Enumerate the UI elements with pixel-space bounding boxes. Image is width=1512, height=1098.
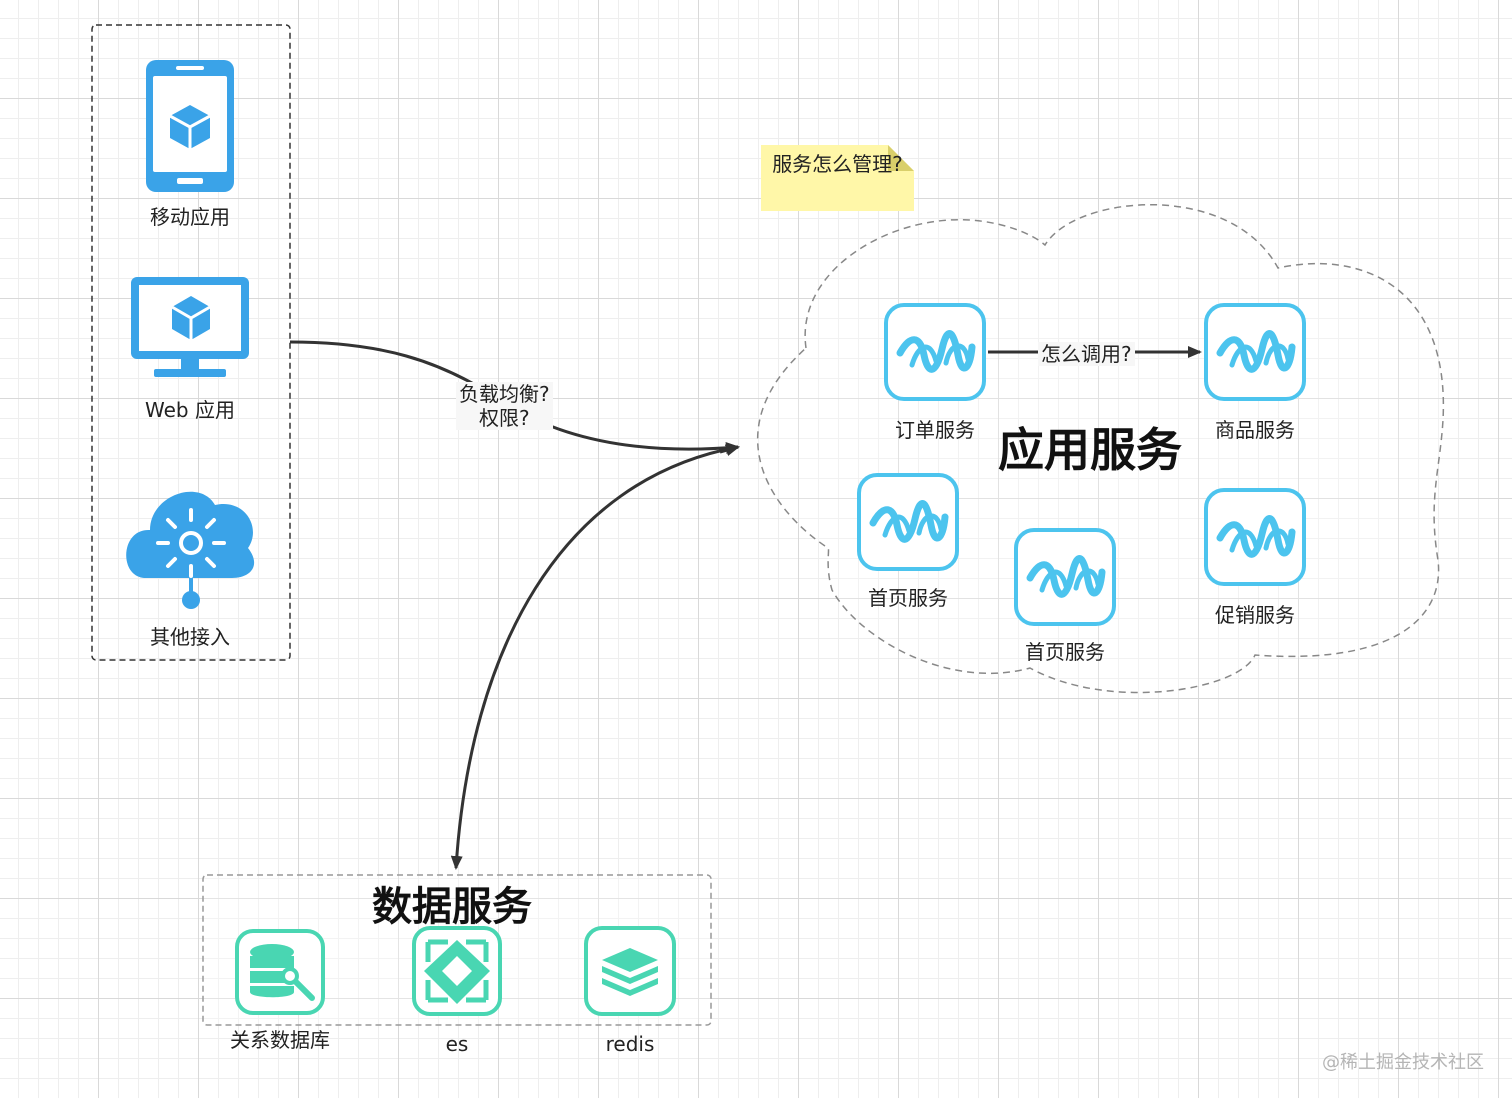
home-service-2-label: 首页服务 bbox=[1025, 640, 1105, 664]
other-access-label: 其他接入 bbox=[150, 625, 230, 649]
monitor-icon bbox=[131, 277, 249, 377]
app-to-data-connector bbox=[450, 445, 739, 870]
cloud-network-icon bbox=[126, 491, 255, 609]
home-service-label: 首页服务 bbox=[868, 586, 948, 610]
gateway-edge-label: 负载均衡? 权限? bbox=[456, 382, 553, 430]
app-services-title: 应用服务 bbox=[998, 423, 1182, 477]
client-group-border bbox=[91, 24, 291, 661]
es-label: es bbox=[445, 1032, 469, 1056]
product-service-label: 商品服务 bbox=[1215, 418, 1295, 442]
redis-layers-icon bbox=[584, 926, 676, 1016]
order-service-label: 订单服务 bbox=[895, 418, 975, 442]
note-text: 服务怎么管理? bbox=[772, 152, 903, 176]
watermark: @稀土掘金技术社区 bbox=[1322, 1052, 1484, 1073]
elasticsearch-icon bbox=[412, 926, 502, 1016]
promotion-service-icon bbox=[1204, 488, 1306, 586]
mobile-app-label: 移动应用 bbox=[150, 205, 230, 229]
app-to-data-reverse-arrow bbox=[719, 444, 740, 456]
redis-label: redis bbox=[605, 1032, 655, 1056]
promotion-service-label: 促销服务 bbox=[1215, 603, 1295, 627]
home-service-2-icon bbox=[1014, 528, 1116, 626]
web-app-label: Web 应用 bbox=[145, 398, 235, 422]
call-edge-label: 怎么调用? bbox=[1038, 342, 1135, 366]
mobile-phone-icon bbox=[146, 60, 234, 192]
order-service-icon bbox=[884, 303, 986, 401]
relational-db-label: 关系数据库 bbox=[230, 1028, 330, 1052]
data-services-title: 数据服务 bbox=[372, 884, 532, 930]
product-service-icon bbox=[1204, 303, 1306, 401]
database-wrench-icon bbox=[235, 929, 325, 1015]
home-service-icon bbox=[857, 473, 959, 571]
